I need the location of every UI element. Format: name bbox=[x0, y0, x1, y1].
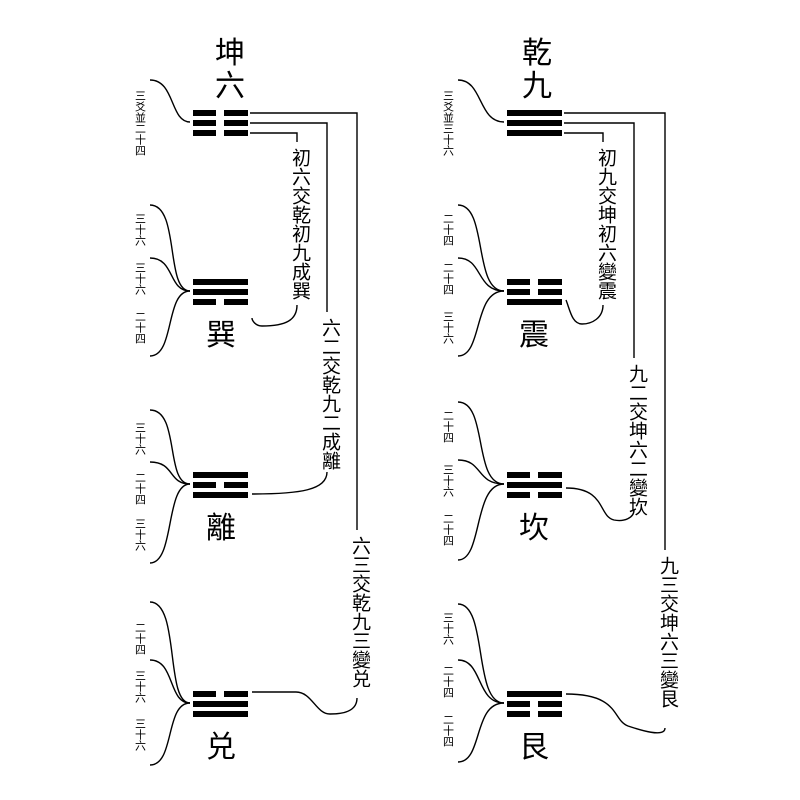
xun-number-1: 三十六 bbox=[134, 213, 147, 246]
left-annotation-3: 六三交乾九三變兑 bbox=[349, 536, 371, 688]
right-annotation-3: 九三交坤六三變艮 bbox=[657, 556, 679, 708]
left-annotation-2: 六二交乾九二成離 bbox=[319, 318, 341, 470]
left-annotation-1: 初六交乾初九成巽 bbox=[289, 148, 311, 300]
trigram-name-li: 離 bbox=[206, 511, 236, 546]
right-branch-gen: 艮 三十六 二十四 二十四 bbox=[442, 603, 562, 765]
trigram-name-xun: 巽 bbox=[206, 318, 236, 353]
left-title-top: 坤 bbox=[215, 36, 245, 71]
right-connector-3 bbox=[564, 112, 666, 550]
left-column: 坤 六 三爻並二十四 初六交乾初九成巽 六二交乾九二成離 六三交乾九三變兑 巽 … bbox=[134, 36, 371, 766]
left-return-1 bbox=[251, 304, 298, 327]
trigram-name-gen: 艮 bbox=[519, 730, 549, 765]
right-return-2 bbox=[565, 487, 635, 522]
left-connector-2 bbox=[250, 122, 328, 312]
li-number-3: 三十六 bbox=[134, 518, 147, 551]
left-connector-3 bbox=[250, 112, 358, 530]
right-title-bottom: 九 bbox=[522, 69, 552, 104]
trigram-name-kan: 坎 bbox=[519, 511, 549, 546]
right-branch-kan: 坎 二十四 三十六 二十四 bbox=[442, 401, 562, 561]
right-annotation-1: 初九交坤初六變震 bbox=[595, 148, 617, 300]
xun-number-2: 三十六 bbox=[134, 262, 147, 295]
right-annotation-2: 九二交坤六二變坎 bbox=[626, 364, 648, 516]
right-branch-zhen: 震 二十四 二十四 三十六 bbox=[442, 204, 562, 357]
right-column: 乾 九 三爻並三十六 初九交坤初六變震 九二交坤六二變坎 九三交坤六三變艮 震 … bbox=[442, 36, 680, 765]
right-return-3 bbox=[565, 693, 666, 734]
left-branch-dui: 兑 二十四 三十六 三十六 bbox=[134, 601, 248, 766]
right-source-trigram bbox=[507, 110, 562, 136]
left-branch-xun: 巽 三十六 三十六 二十四 bbox=[134, 204, 248, 357]
trigram-name-zhen: 震 bbox=[519, 318, 549, 353]
dui-number-2: 三十六 bbox=[134, 670, 147, 703]
left-source-curve bbox=[149, 79, 191, 123]
left-title-bottom: 六 bbox=[215, 69, 245, 104]
zhen-number-1: 二十四 bbox=[442, 213, 455, 246]
right-title-top: 乾 bbox=[522, 36, 552, 71]
kan-number-1: 二十四 bbox=[442, 410, 455, 443]
right-connector-2 bbox=[564, 122, 635, 358]
kan-number-2: 三十六 bbox=[442, 464, 455, 497]
zhen-number-3: 三十六 bbox=[442, 311, 455, 344]
gen-number-2: 二十四 bbox=[442, 665, 455, 698]
left-connector-1 bbox=[250, 132, 298, 142]
right-connector-1 bbox=[564, 132, 604, 142]
trigram-name-dui: 兑 bbox=[206, 730, 236, 765]
right-return-1 bbox=[565, 299, 604, 325]
dui-number-3: 三十六 bbox=[134, 718, 147, 751]
left-return-3 bbox=[252, 691, 358, 715]
dui-number-1: 二十四 bbox=[134, 622, 147, 655]
zhen-number-2: 二十四 bbox=[442, 262, 455, 295]
left-source-numbers: 三爻並二十四 bbox=[134, 90, 147, 156]
xun-number-3: 二十四 bbox=[134, 311, 147, 344]
right-source-curve bbox=[457, 79, 505, 123]
left-return-2 bbox=[251, 471, 328, 495]
gen-number-3: 二十四 bbox=[442, 714, 455, 747]
li-number-1: 三十六 bbox=[134, 422, 147, 455]
left-source-trigram bbox=[193, 110, 248, 136]
left-branch-li: 離 三十六 二十四 三十六 bbox=[134, 409, 248, 564]
li-number-2: 二十四 bbox=[134, 472, 147, 505]
kan-number-3: 二十四 bbox=[442, 513, 455, 546]
gen-number-1: 三十六 bbox=[442, 612, 455, 645]
right-source-numbers: 三爻並三十六 bbox=[442, 90, 455, 156]
